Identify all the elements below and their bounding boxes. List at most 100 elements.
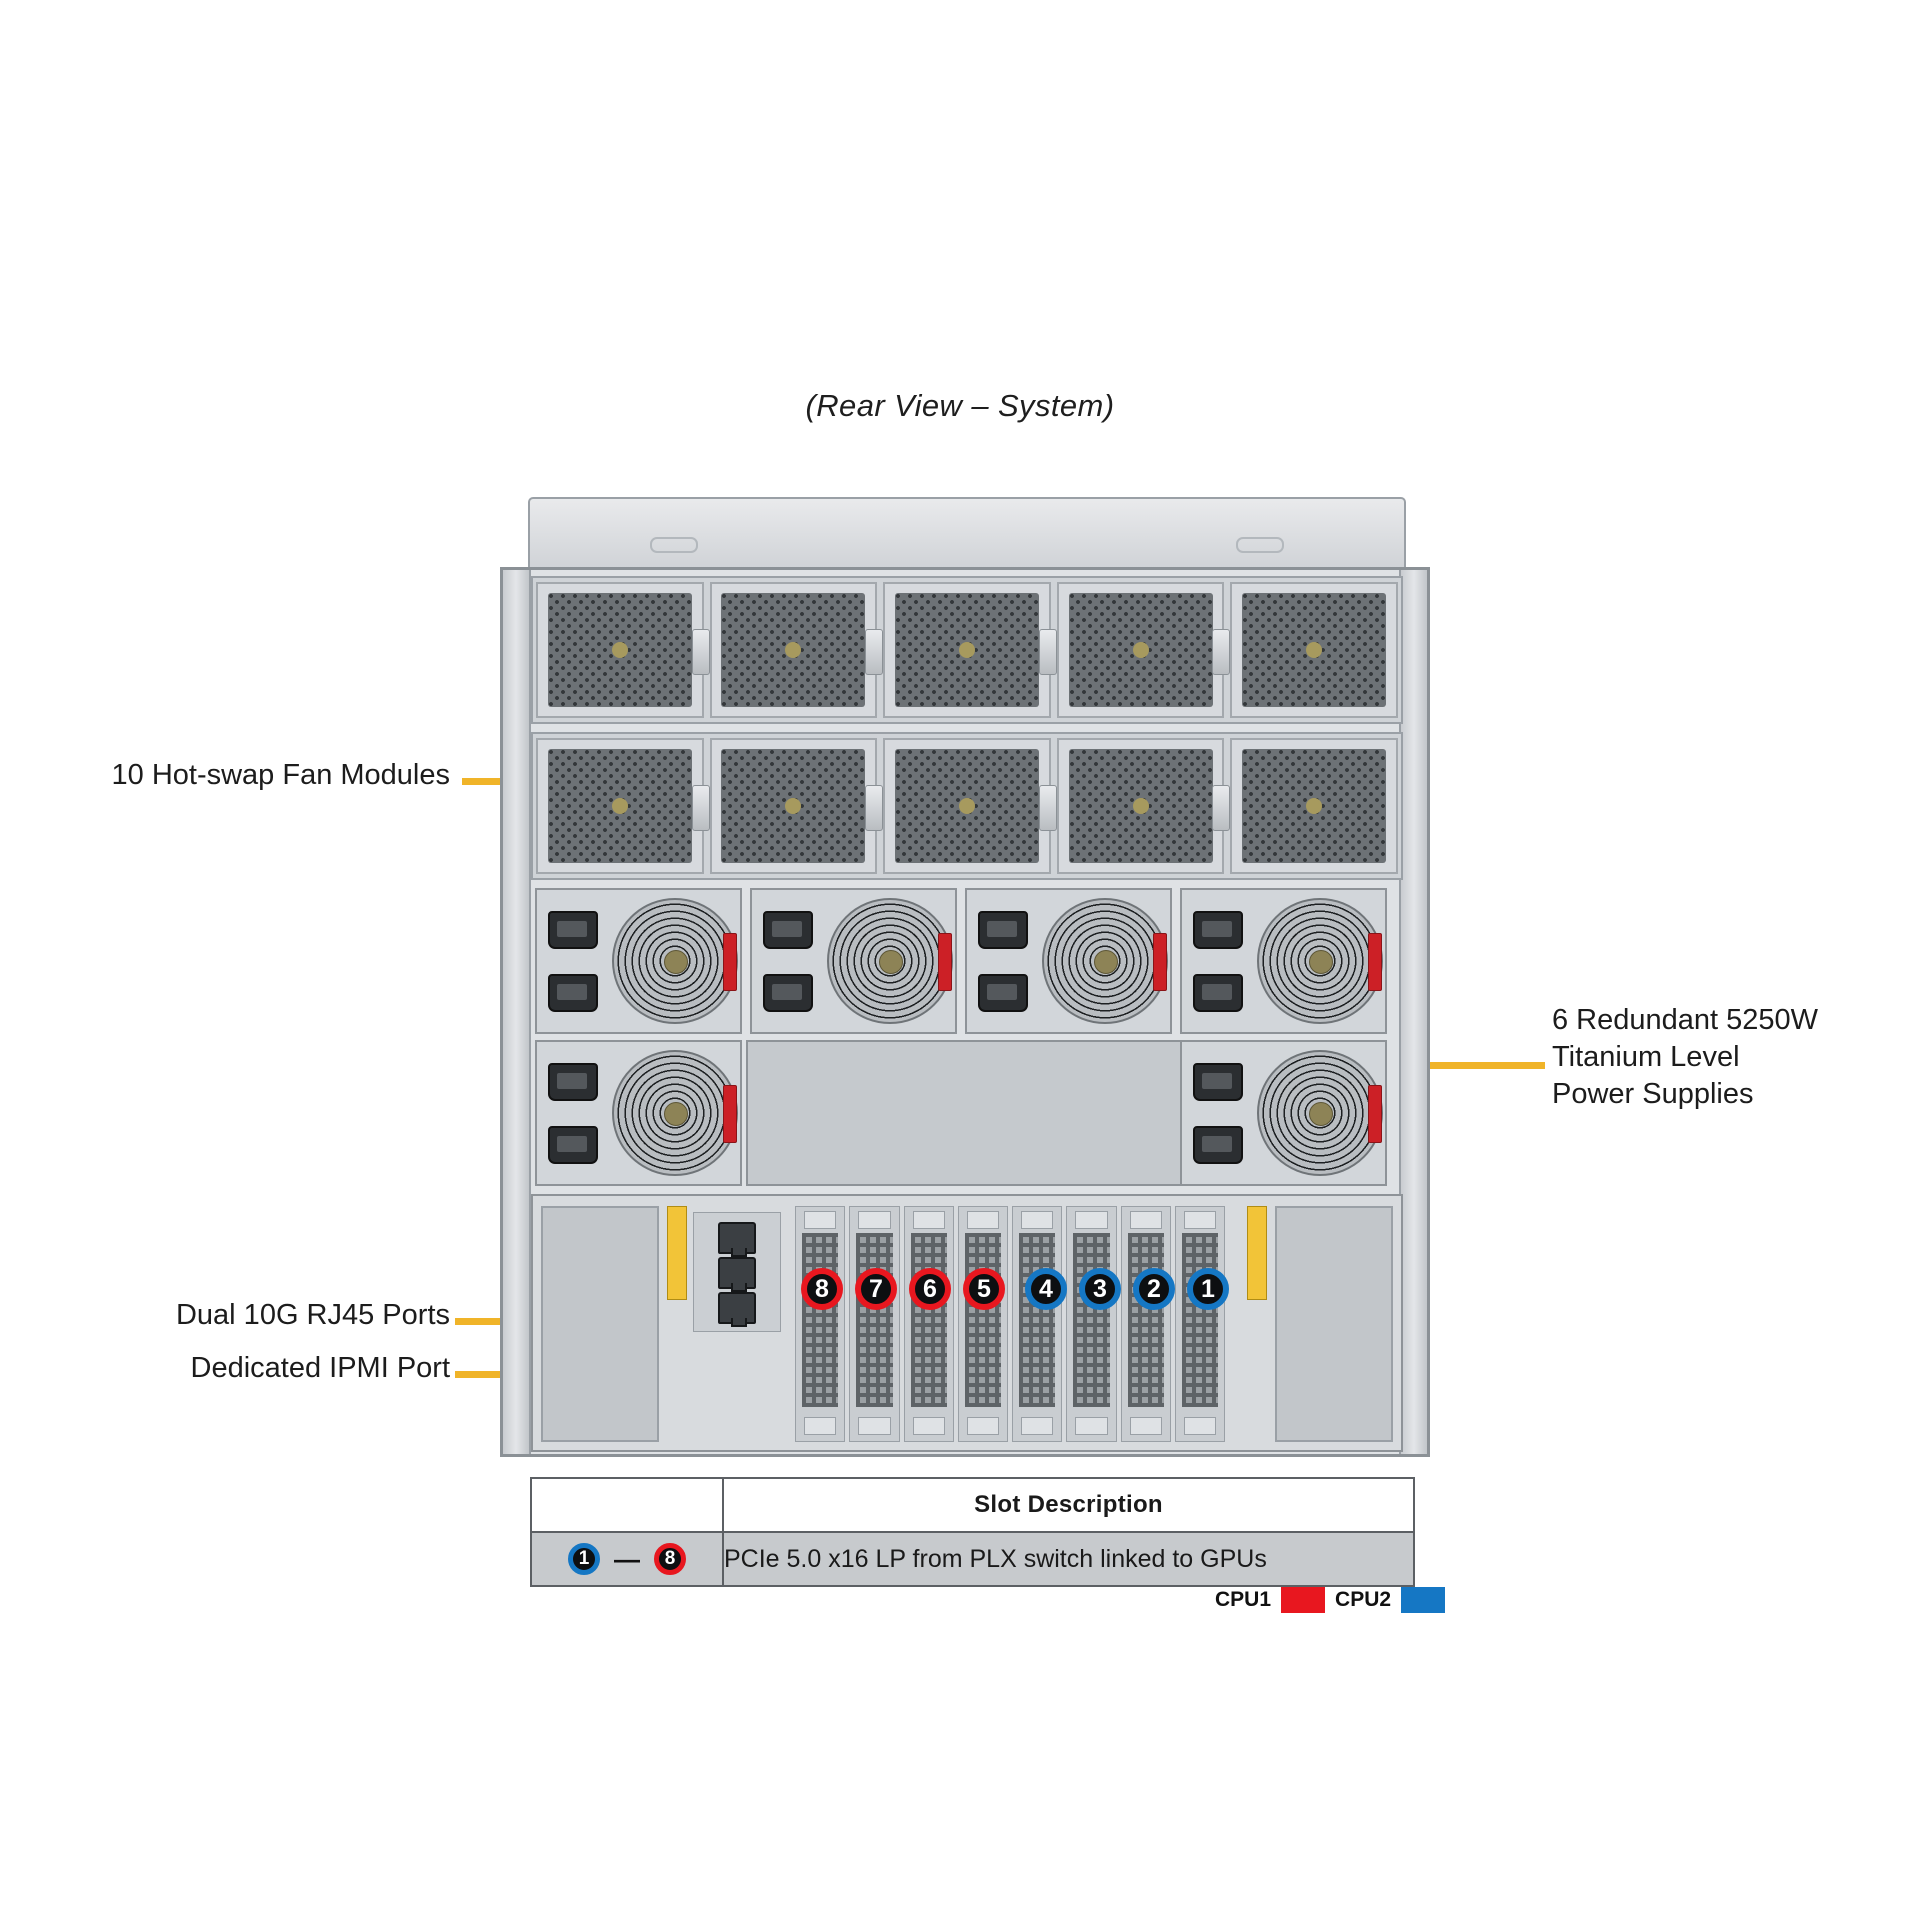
fan-handle[interactable] [1212,784,1231,831]
fan-module[interactable] [536,738,710,874]
rj45-port-icon[interactable] [718,1222,756,1257]
pcie-slot-bracket[interactable] [1174,1206,1225,1442]
pcie-slot-bracket[interactable] [1120,1206,1171,1442]
rj45-port-icon[interactable] [718,1257,756,1292]
cpu1-color-swatch [1281,1587,1326,1613]
fan-handle[interactable] [691,784,710,831]
slot-badge-8: 8 [801,1268,843,1310]
table-row: 1 — 8 PCIe 5.0 x16 LP from PLX switch li… [530,1531,1415,1587]
slot-badge-1: 1 [1187,1268,1229,1310]
callout-label-ipmi-port: Dedicated IPMI Port [190,1352,451,1384]
power-supply-latch[interactable] [723,933,737,991]
power-inlet-icon [1193,1125,1243,1164]
power-supply-latch[interactable] [1153,933,1167,991]
power-supply-module[interactable] [750,888,957,1034]
chassis-rail-right [1399,570,1427,1454]
power-inlet-icon [978,973,1028,1012]
fan-bank-top-row [531,576,1403,724]
power-supply-latch[interactable] [938,933,952,991]
bracket-tab-top [804,1211,837,1229]
bracket-vent [856,1233,893,1407]
power-supply-inlets [1182,1042,1254,1184]
chassis-release-tab-right[interactable] [1247,1206,1267,1300]
fan-handle[interactable] [1212,628,1231,675]
mini-slot-badge-last: 8 [654,1543,686,1575]
psu-fan-grille-icon [826,898,953,1024]
fan-handle[interactable] [1038,784,1057,831]
power-supply-fan [1041,896,1168,1026]
power-supply-latch[interactable] [1368,1085,1382,1143]
power-supply-latch[interactable] [1368,933,1382,991]
chassis-release-tab-left[interactable] [667,1206,687,1300]
io-tray: 8 7 6 5 4 3 2 1 [531,1194,1403,1452]
power-supply-inlets [752,890,824,1032]
fan-handle[interactable] [1038,628,1057,675]
psu-fan-grille-icon [611,1050,738,1176]
fan-module[interactable] [883,738,1057,874]
table-cell-slot-description: PCIe 5.0 x16 LP from PLX switch linked t… [722,1531,1415,1587]
fan-module[interactable] [1056,582,1231,718]
fan-module[interactable] [709,582,884,718]
fan-module[interactable] [1056,738,1231,874]
power-supply-module[interactable] [535,1040,742,1186]
fan-handle[interactable] [691,628,710,675]
pcie-slot-bracket[interactable] [795,1206,846,1442]
bracket-vent [910,1233,947,1407]
slot-badge-5: 5 [963,1268,1005,1310]
bracket-tab-top [966,1211,999,1229]
slot-badge-3: 3 [1079,1268,1121,1310]
pcie-slot-bracket[interactable] [957,1206,1008,1442]
pcie-slot-bracket[interactable] [1012,1206,1063,1442]
bracket-vent [802,1233,839,1407]
fan-grille-icon [895,749,1039,863]
power-inlet-icon [548,1125,598,1164]
slot-badge-6: 6 [909,1268,951,1310]
power-supply-module[interactable] [1180,888,1387,1034]
slot-badge-7: 7 [855,1268,897,1310]
bracket-vent [1127,1233,1164,1407]
power-inlet-icon [763,910,813,949]
power-supply-module[interactable] [535,888,742,1034]
pcie-slot-bracket[interactable] [1066,1206,1117,1442]
power-inlet-icon [978,910,1028,949]
power-supply-fan [611,1048,738,1178]
bracket-tab-top [1183,1211,1216,1229]
fan-grille-icon [1242,593,1387,707]
bracket-tab-bottom [1129,1417,1162,1435]
bracket-tab-bottom [804,1417,837,1435]
power-inlet-icon [548,910,598,949]
fan-module[interactable] [709,738,884,874]
fan-handle[interactable] [865,628,884,675]
power-supply-module[interactable] [965,888,1172,1034]
psu-fan-grille-icon [1256,1050,1383,1176]
slot-badge-4: 4 [1025,1268,1067,1310]
pcie-slot-bracket[interactable] [903,1206,954,1442]
fan-module[interactable] [1230,738,1398,874]
io-blank-panel-right [1275,1206,1393,1442]
power-supply-inlets [537,1042,609,1184]
bracket-tab-top [858,1211,891,1229]
fan-handle[interactable] [865,784,884,831]
chassis-blank-plate [746,1040,1182,1186]
cpu-legend: CPU1 CPU2 [1215,1587,1446,1613]
range-separator: — [614,1543,640,1574]
page-title: (Rear View – System) [805,388,1115,423]
power-supply-module[interactable] [1180,1040,1387,1186]
chassis-body: 8 7 6 5 4 3 2 1 [500,567,1430,1457]
chassis-top-lid [528,497,1406,571]
power-supply-latch[interactable] [723,1085,737,1143]
fan-grille-icon [895,593,1039,707]
table-header-description: Slot Description [722,1477,1415,1533]
power-inlet-icon [1193,973,1243,1012]
pcie-slot-bracket[interactable] [849,1206,900,1442]
callout-label-rj45-ports: Dual 10G RJ45 Ports [175,1299,450,1331]
fan-module[interactable] [536,582,710,718]
fan-grille-icon [547,749,692,863]
bracket-tab-top [1129,1211,1162,1229]
fan-module[interactable] [1230,582,1398,718]
fan-module[interactable] [883,582,1057,718]
bracket-vent [1019,1233,1056,1407]
mini-slot-badge-first: 1 [568,1543,600,1575]
ipmi-port-icon[interactable] [718,1292,756,1327]
power-inlet-icon [763,973,813,1012]
